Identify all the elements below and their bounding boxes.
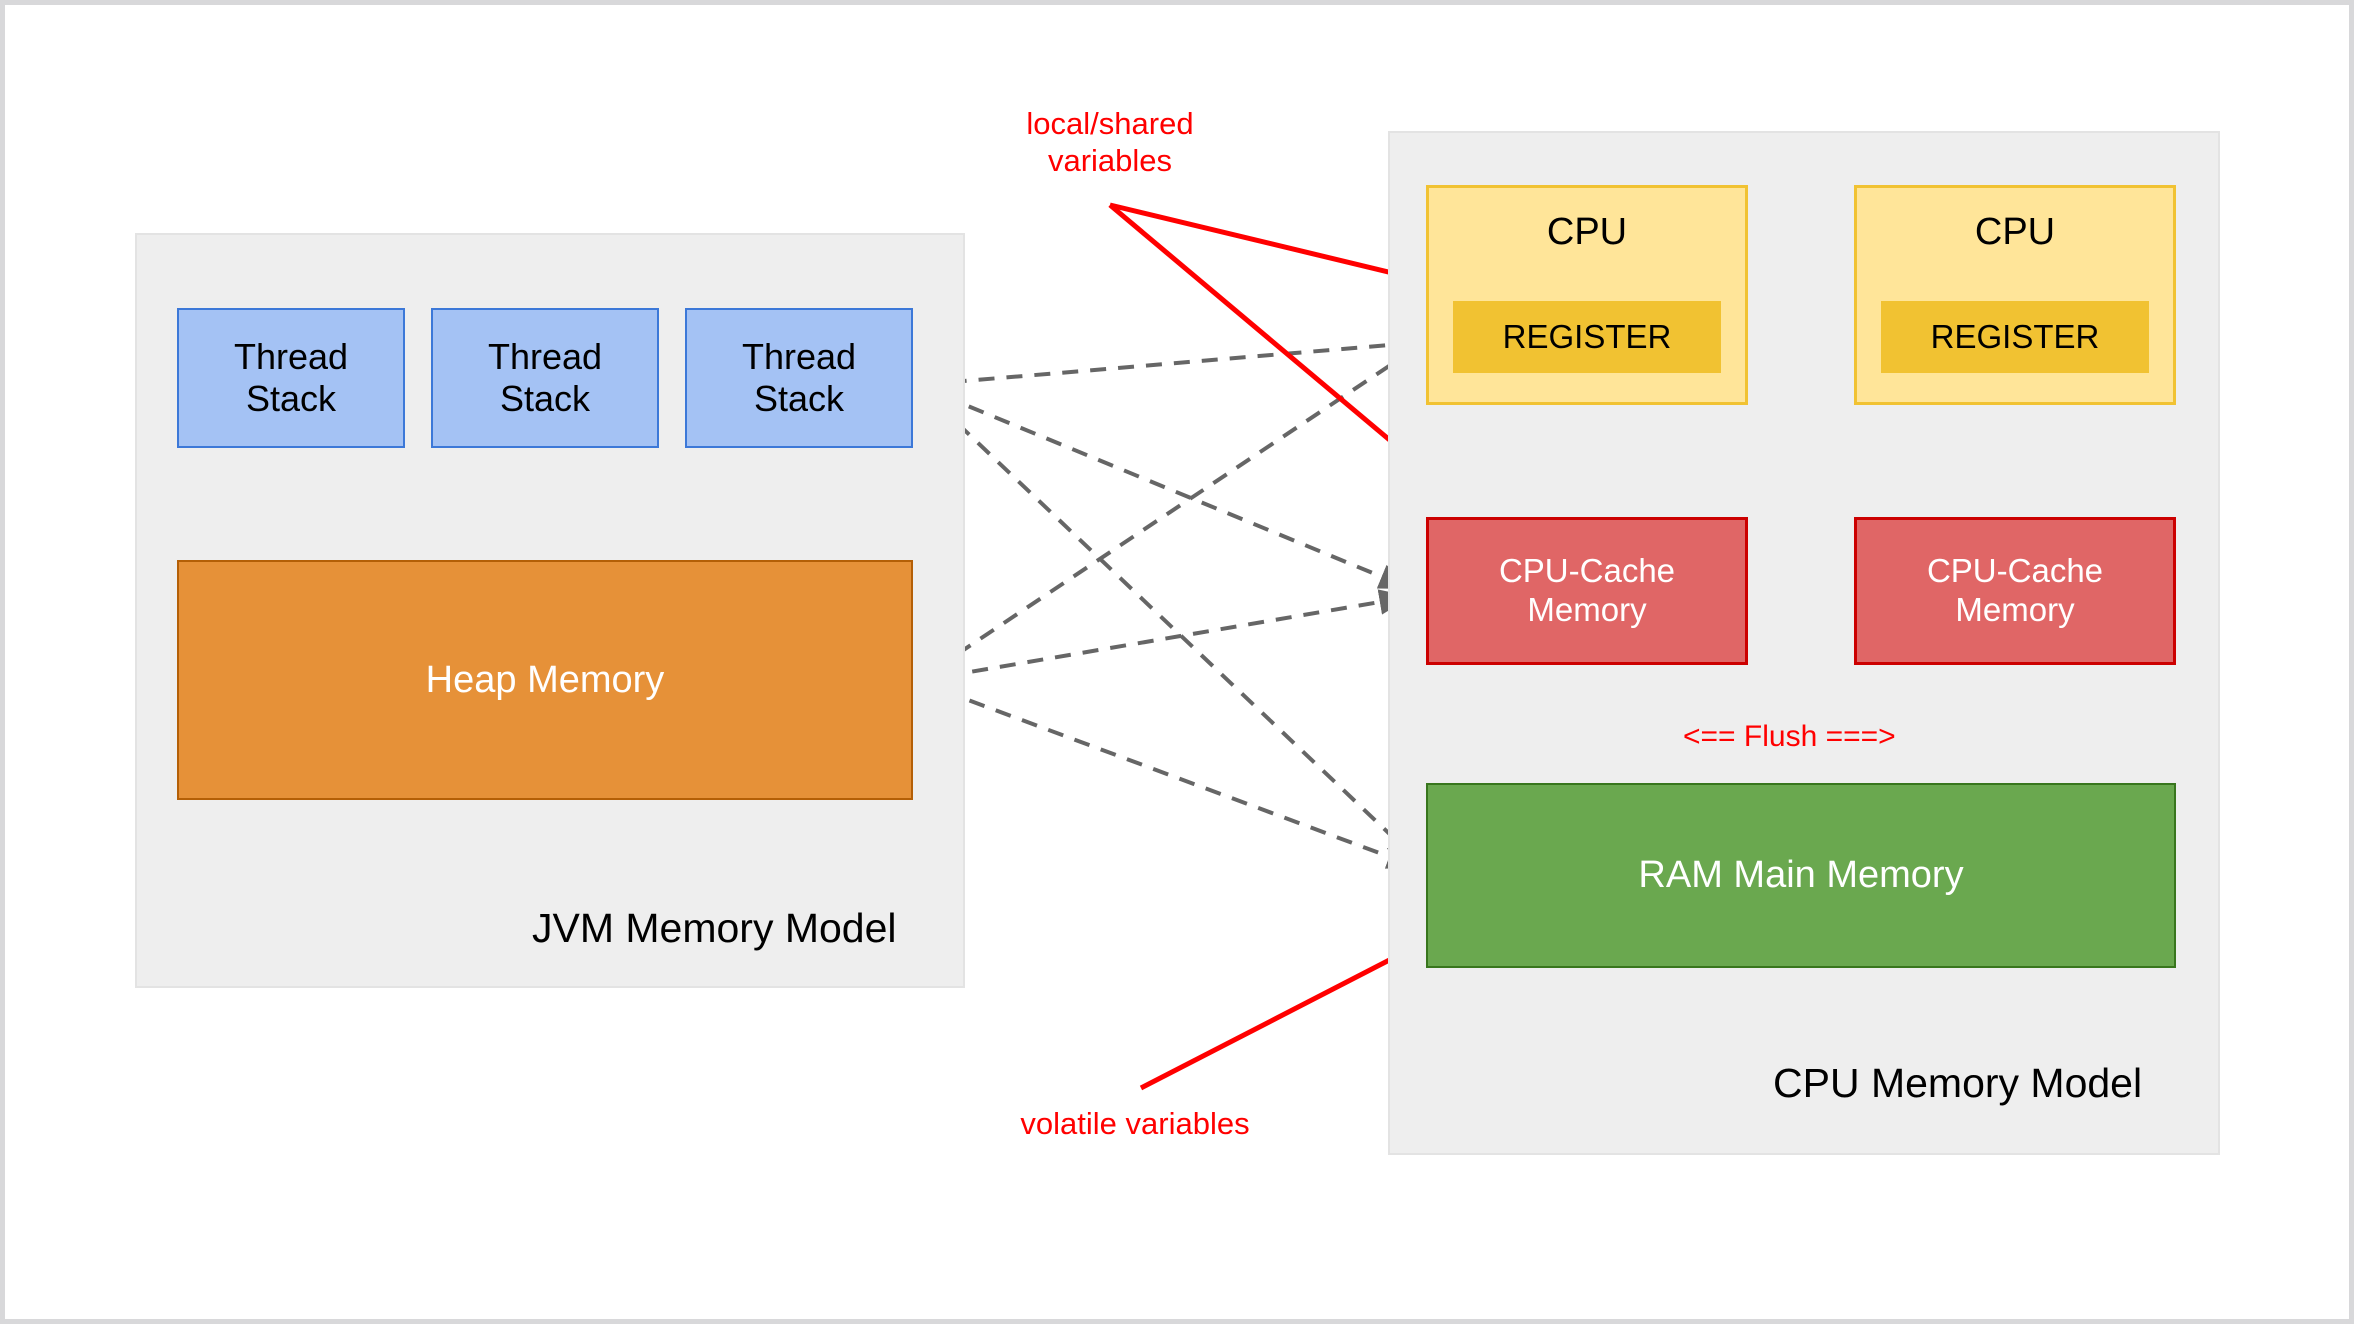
edge-register-to-threadstack bbox=[914, 341, 1414, 396]
edge-threadstack-to-ram bbox=[915, 383, 1419, 862]
edge-heap-to-cache bbox=[916, 589, 1412, 683]
ram-main-memory[interactable]: RAM Main Memory bbox=[1426, 783, 2176, 968]
cpu-2-label: CPU bbox=[1974, 211, 2056, 253]
heap-memory[interactable]: Heap Memory bbox=[177, 560, 913, 800]
thread-stack-3[interactable]: Thread Stack bbox=[685, 308, 913, 448]
volatile-variables-label: volatile variables bbox=[1020, 1106, 1250, 1141]
cpu-2-cache-memory[interactable]: CPU-Cache Memory bbox=[1854, 517, 2176, 665]
jvm-memory-model-label: JVM Memory Model bbox=[532, 905, 897, 951]
flush-label: <== Flush ===> bbox=[1683, 720, 1896, 753]
thread-stack-2[interactable]: Thread Stack bbox=[431, 308, 659, 448]
cpu-2-register[interactable]: REGISTER bbox=[1881, 301, 2149, 373]
cpu-1-label: CPU bbox=[1546, 211, 1628, 253]
edge-register-to-heap bbox=[915, 348, 1415, 683]
cpu-1-register[interactable]: REGISTER bbox=[1453, 301, 1721, 373]
cpu-1-cache-memory[interactable]: CPU-Cache Memory bbox=[1426, 517, 1748, 665]
local-shared-variables-label: local/shared variables bbox=[1026, 106, 1194, 179]
cpu-memory-model-label: CPU Memory Model bbox=[1773, 1060, 2143, 1106]
thread-stack-1[interactable]: Thread Stack bbox=[177, 308, 405, 448]
edge-heap-to-ram bbox=[916, 679, 1420, 869]
edge-threadstack-to-cache bbox=[916, 383, 1412, 590]
